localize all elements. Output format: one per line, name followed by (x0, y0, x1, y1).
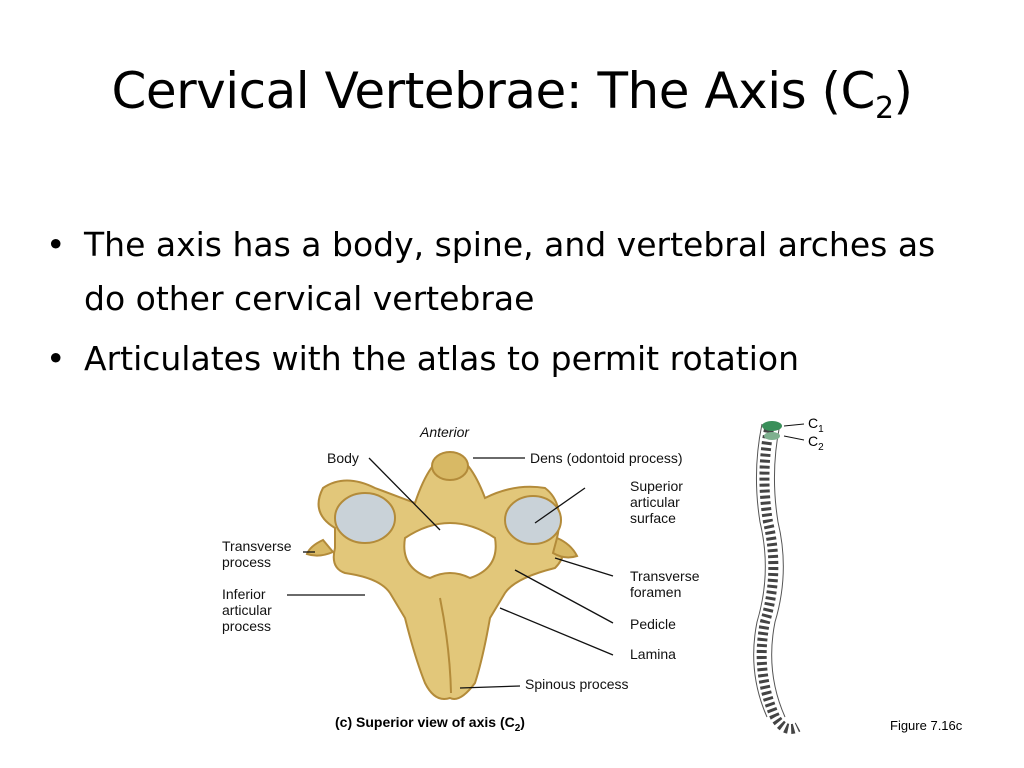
slide-title: Cervical Vertebrae: The Axis (C2) (111, 62, 913, 126)
spine-illustration (753, 421, 805, 734)
label-spinous: Spinous process (525, 676, 629, 692)
spinous-ridge (439, 597, 452, 694)
bullet-dot: • (46, 339, 66, 378)
left-articular-facet (334, 492, 396, 544)
bullet-text: The axis has a body, spine, and vertebra… (84, 225, 936, 318)
figure-reference: Figure 7.16c (890, 718, 963, 733)
right-transverse-process (551, 536, 579, 559)
label-transverse-foramen: Transverse foramen (630, 568, 700, 600)
spine-diagram: C1 C2 (730, 412, 840, 742)
label-c2: C2 (808, 433, 824, 453)
bullet-item: • The axis has a body, spine, and vertebr… (46, 218, 946, 326)
bullet-text: Articulates with the atlas to permit rot… (84, 339, 800, 378)
leader-lines (287, 457, 614, 689)
label-superior-articular: Superior articular surface (630, 478, 683, 526)
label-pedicle: Pedicle (630, 616, 676, 632)
bullet-item: • Articulates with the atlas to permit ro… (46, 332, 946, 386)
label-transverse-process: Transverse process (222, 538, 292, 570)
bullet-dot: • (46, 225, 66, 264)
label-body: Body (327, 450, 359, 466)
axis-illustration (287, 451, 614, 700)
axis-figure: Anterior Body Dens (odontoid process) Su… (215, 418, 735, 738)
label-inferior-articular: Inferior articular process (222, 586, 272, 634)
left-transverse-process (305, 538, 335, 557)
label-dens: Dens (odontoid process) (530, 450, 683, 466)
spine-column (756, 422, 801, 734)
c2-highlight (764, 432, 780, 440)
label-lamina: Lamina (630, 646, 676, 662)
label-c1: C1 (808, 415, 824, 435)
spine-outline (753, 423, 786, 718)
vertebral-foramen (403, 522, 497, 580)
c1-highlight (762, 421, 782, 431)
figure-caption: (c) Superior view of axis (C2) (335, 714, 525, 734)
dens (431, 451, 469, 481)
right-articular-facet (504, 495, 562, 545)
bullet-list: • The axis has a body, spine, and vertebr… (46, 218, 946, 392)
label-anterior: Anterior (420, 424, 470, 440)
